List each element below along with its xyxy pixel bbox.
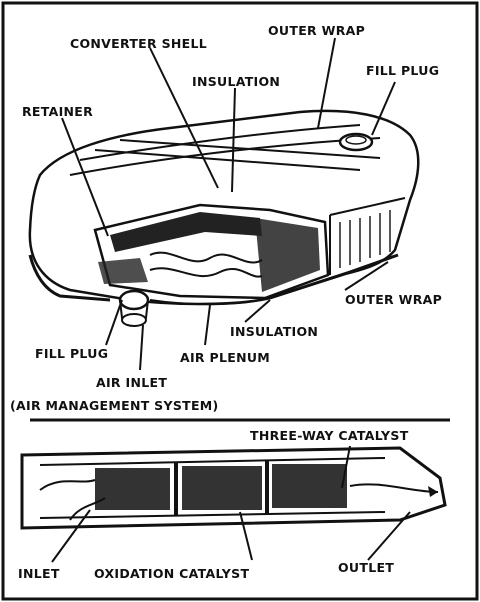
leader-lines-top [61, 37, 396, 371]
label-fill-plug-bottom: FILL PLUG [35, 346, 108, 361]
label-air-management: (AIR MANAGEMENT SYSTEM) [10, 398, 219, 413]
label-retainer: RETAINER [22, 104, 93, 119]
label-air-plenum: AIR PLENUM [180, 350, 270, 365]
label-oxidation-catalyst: OXIDATION CATALYST [94, 566, 249, 581]
label-outer-wrap-top: OUTER WRAP [268, 23, 365, 38]
label-fill-plug-top: FILL PLUG [366, 63, 439, 78]
label-three-way-catalyst: THREE-WAY CATALYST [250, 428, 409, 443]
converter-body [28, 109, 420, 327]
leader-lines-bottom [51, 445, 411, 563]
label-outlet: OUTLET [338, 560, 394, 575]
label-air-inlet: AIR INLET [96, 375, 167, 390]
label-insulation-top: INSULATION [192, 74, 280, 89]
label-insulation-bottom: INSULATION [230, 324, 318, 339]
converter-cross-section [20, 446, 447, 530]
label-converter-shell: CONVERTER SHELL [70, 36, 207, 51]
label-outer-wrap-right: OUTER WRAP [345, 292, 442, 307]
label-inlet: INLET [18, 566, 60, 581]
